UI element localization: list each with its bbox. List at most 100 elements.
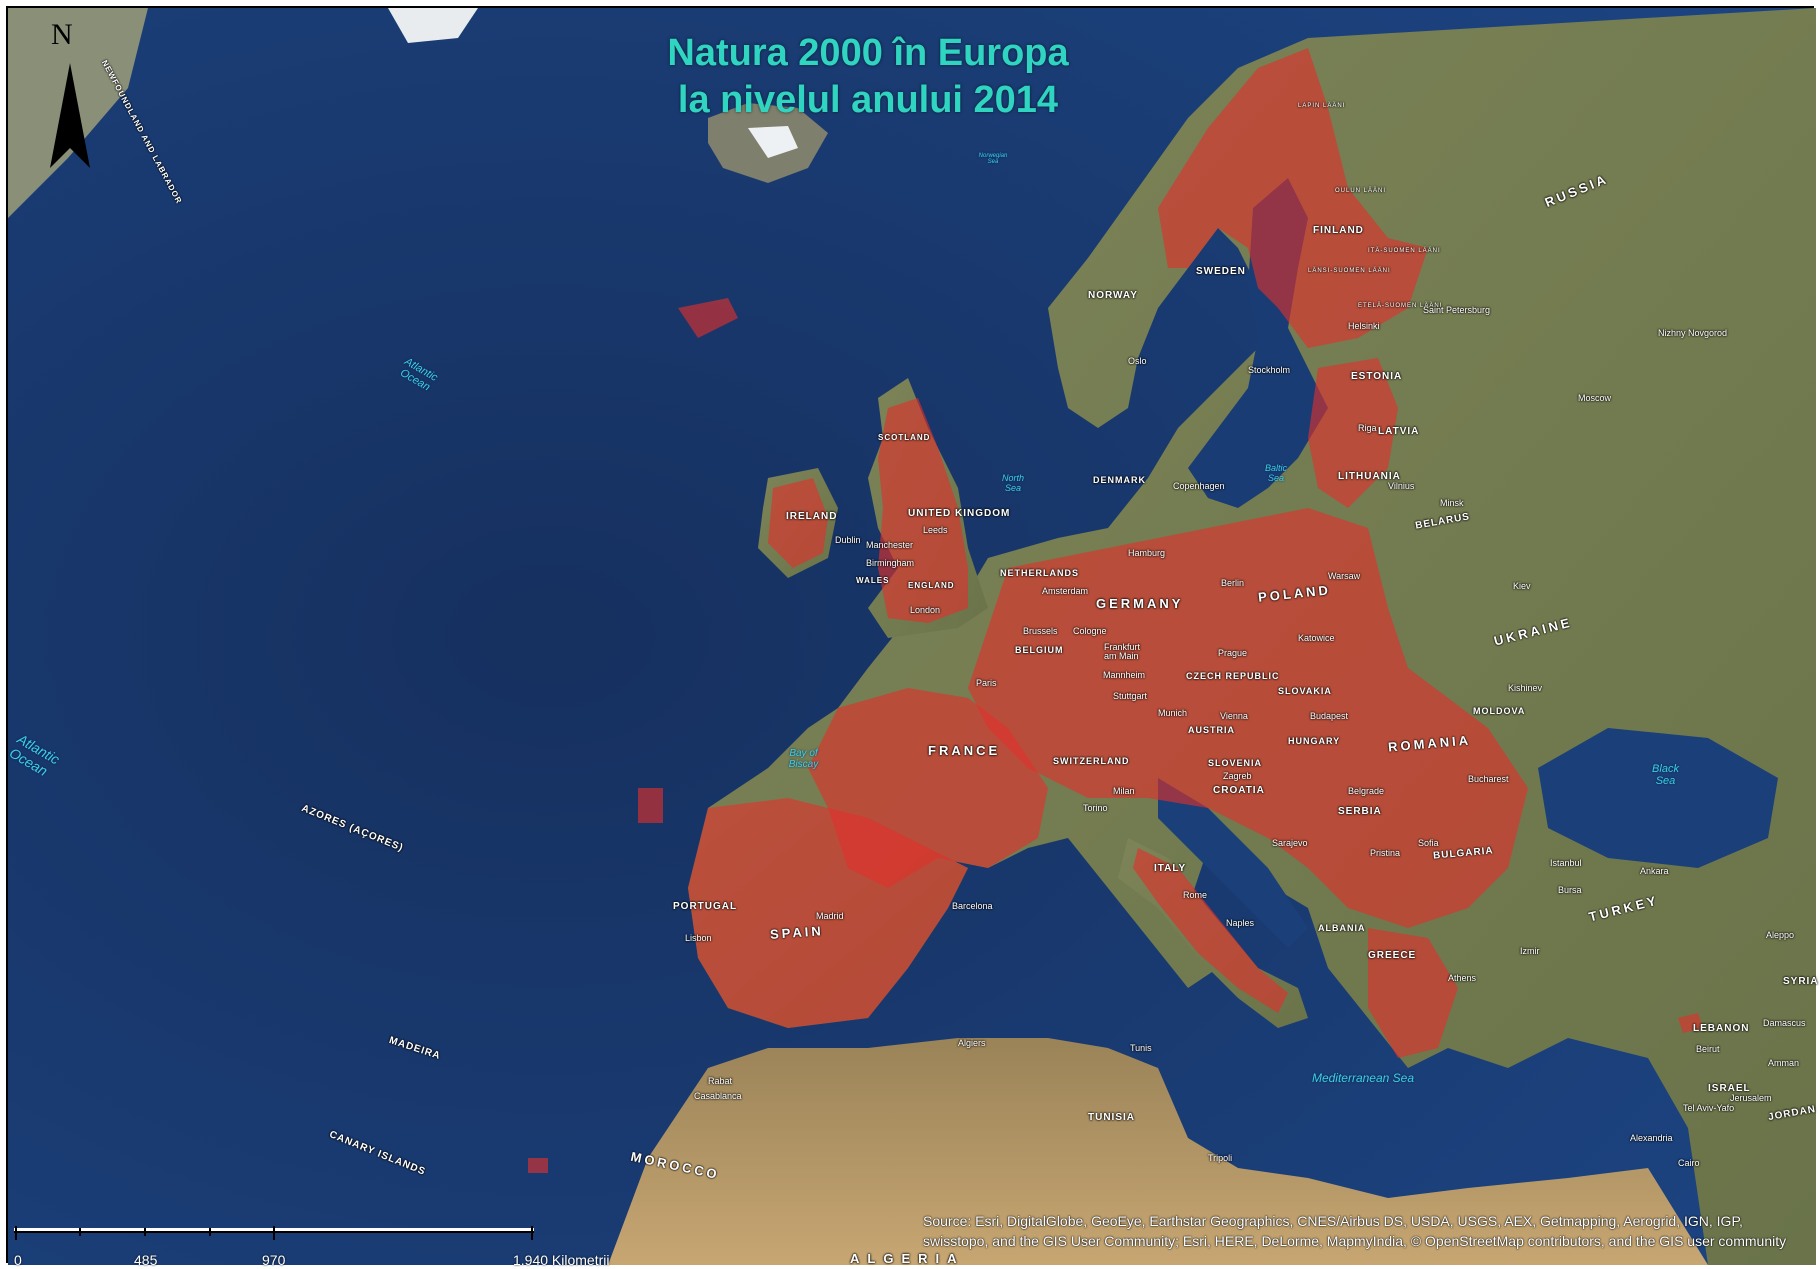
city-tel-aviv: Tel Aviv-Yafo xyxy=(1683,1103,1735,1113)
label-albania: ALBANIA xyxy=(1318,923,1366,933)
natura-greece xyxy=(1368,928,1458,1058)
label-austria: AUSTRIA xyxy=(1188,725,1235,735)
city-tripoli: Tripoli xyxy=(1208,1153,1233,1163)
natura-ireland xyxy=(768,478,828,568)
city-manchester: Manchester xyxy=(866,540,914,550)
city-ankara: Ankara xyxy=(1640,866,1669,876)
city-stuttgart: Stuttgart xyxy=(1113,691,1148,701)
city-madrid: Madrid xyxy=(816,911,844,921)
water-baltic-sea: Baltic Sea xyxy=(1264,463,1287,483)
city-paris: Paris xyxy=(976,678,997,688)
city-moscow: Moscow xyxy=(1578,393,1612,403)
label-wales: WALES xyxy=(856,576,890,585)
label-slovakia: SLOVAKIA xyxy=(1278,686,1332,696)
label-scotland: SCOTLAND xyxy=(878,433,931,442)
label-finland: FINLAND xyxy=(1313,225,1364,236)
city-budapest: Budapest xyxy=(1310,711,1349,721)
label-sweden: SWEDEN xyxy=(1196,266,1246,277)
natura-sweden-finland xyxy=(1158,48,1428,348)
natura-canary-offshore xyxy=(528,1158,548,1173)
label-etela-suomen-laani: ETELÄ-SUOMEN LÄÄNI xyxy=(1358,303,1443,309)
scale-bar-graphic xyxy=(14,1226,534,1240)
city-istanbul: Istanbul xyxy=(1550,858,1582,868)
city-amsterdam: Amsterdam xyxy=(1042,586,1089,596)
city-helsinki: Helsinki xyxy=(1348,321,1380,331)
city-frankfurt: Frankfurt am Main xyxy=(1104,642,1141,661)
city-aleppo: Aleppo xyxy=(1766,930,1795,940)
label-lapin-laani: LAPIN LÄÄNI xyxy=(1298,103,1346,109)
city-katowice: Katowice xyxy=(1298,633,1335,643)
city-munich: Munich xyxy=(1158,708,1188,718)
natura-iberia xyxy=(688,798,968,1028)
label-norway: NORWAY xyxy=(1088,290,1138,301)
city-sarajevo: Sarajevo xyxy=(1272,838,1308,848)
natura-baltics xyxy=(1308,358,1398,508)
natura-uk xyxy=(878,398,968,623)
scale-label-1940: 1.940 Kilometrii xyxy=(513,1252,610,1268)
label-israel: ISRAEL xyxy=(1708,1083,1751,1094)
city-belgrade: Belgrade xyxy=(1348,786,1385,796)
label-estonia: ESTONIA xyxy=(1351,371,1403,382)
city-vilnius: Vilnius xyxy=(1388,481,1415,491)
map-frame[interactable]: N Natura 2000 în Europa la nivelul anulu… xyxy=(6,6,1818,1268)
label-switzerland: SWITZERLAND xyxy=(1053,756,1130,766)
greenland-ice xyxy=(388,8,478,43)
city-damascus: Damascus xyxy=(1763,1018,1806,1028)
label-serbia: SERBIA xyxy=(1338,806,1382,817)
label-ireland: IRELAND xyxy=(786,511,838,522)
city-sofia: Sofia xyxy=(1418,838,1439,848)
city-algiers: Algiers xyxy=(958,1038,986,1048)
label-portugal: PORTUGAL xyxy=(673,901,738,912)
city-kishinev: Kishinev xyxy=(1508,683,1543,693)
city-cologne: Cologne xyxy=(1073,626,1107,636)
label-belgium: BELGIUM xyxy=(1015,645,1064,655)
water-black-sea: Black Sea xyxy=(1652,763,1679,787)
city-copenhagen: Copenhagen xyxy=(1173,481,1225,491)
north-arrow-icon xyxy=(50,63,90,168)
label-lansi-suomen-laani: LÄNSI-SUOMEN LÄÄNI xyxy=(1308,268,1391,274)
label-hungary: HUNGARY xyxy=(1288,736,1341,746)
label-united-kingdom: UNITED KINGDOM xyxy=(908,508,1011,519)
city-tunis: Tunis xyxy=(1130,1043,1152,1053)
label-denmark: DENMARK xyxy=(1093,475,1146,485)
label-greece: GREECE xyxy=(1368,950,1417,961)
city-beirut: Beirut xyxy=(1696,1044,1720,1054)
natura-offshore-rockall xyxy=(678,298,738,338)
label-latvia: LATVIA xyxy=(1378,426,1420,437)
city-izmir: Izmir xyxy=(1520,946,1540,956)
city-alexandria: Alexandria xyxy=(1630,1133,1673,1143)
city-jerusalem: Jerusalem xyxy=(1730,1093,1772,1103)
city-rome: Rome xyxy=(1183,890,1208,900)
city-barcelona: Barcelona xyxy=(952,901,993,911)
city-bucharest: Bucharest xyxy=(1468,774,1509,784)
label-italy: ITALY xyxy=(1154,863,1187,874)
label-lebanon: LEBANON xyxy=(1693,1023,1750,1034)
city-milan: Milan xyxy=(1113,786,1135,796)
label-slovenia: SLOVENIA xyxy=(1208,758,1263,768)
label-ita-suomen-laani: ITÄ-SUOMEN LÄÄNI xyxy=(1368,248,1441,254)
natura-italy xyxy=(1133,848,1288,1013)
scale-label-0: 0 xyxy=(14,1252,22,1268)
city-pristina: Pristina xyxy=(1370,848,1401,858)
map-title-line1: Natura 2000 în Europa xyxy=(667,32,1069,74)
city-bursa: Bursa xyxy=(1558,885,1582,895)
city-kiev: Kiev xyxy=(1513,581,1531,591)
scale-label-970: 970 xyxy=(262,1252,286,1268)
label-oulun-laani: OULUN LÄÄNI xyxy=(1335,188,1387,194)
city-hamburg: Hamburg xyxy=(1128,548,1166,558)
label-syria: SYRIA xyxy=(1783,976,1819,987)
map-title: Natura 2000 în Europa la nivelul anului … xyxy=(568,30,1168,124)
natura-cyprus xyxy=(1678,1013,1703,1033)
city-lisbon: Lisbon xyxy=(685,933,712,943)
water-bay-of-biscay: Bay of Biscay xyxy=(788,748,819,770)
city-warsaw: Warsaw xyxy=(1328,571,1361,581)
scale-label-485: 485 xyxy=(134,1252,158,1268)
city-dublin: Dublin xyxy=(835,535,861,545)
city-athens: Athens xyxy=(1448,973,1477,983)
city-berlin: Berlin xyxy=(1221,578,1245,588)
label-lithuania: LITHUANIA xyxy=(1338,471,1401,482)
city-birmingham: Birmingham xyxy=(866,558,915,568)
city-leeds: Leeds xyxy=(923,525,948,535)
north-arrow-letter: N xyxy=(51,18,73,51)
black-sea-water xyxy=(1538,728,1778,868)
